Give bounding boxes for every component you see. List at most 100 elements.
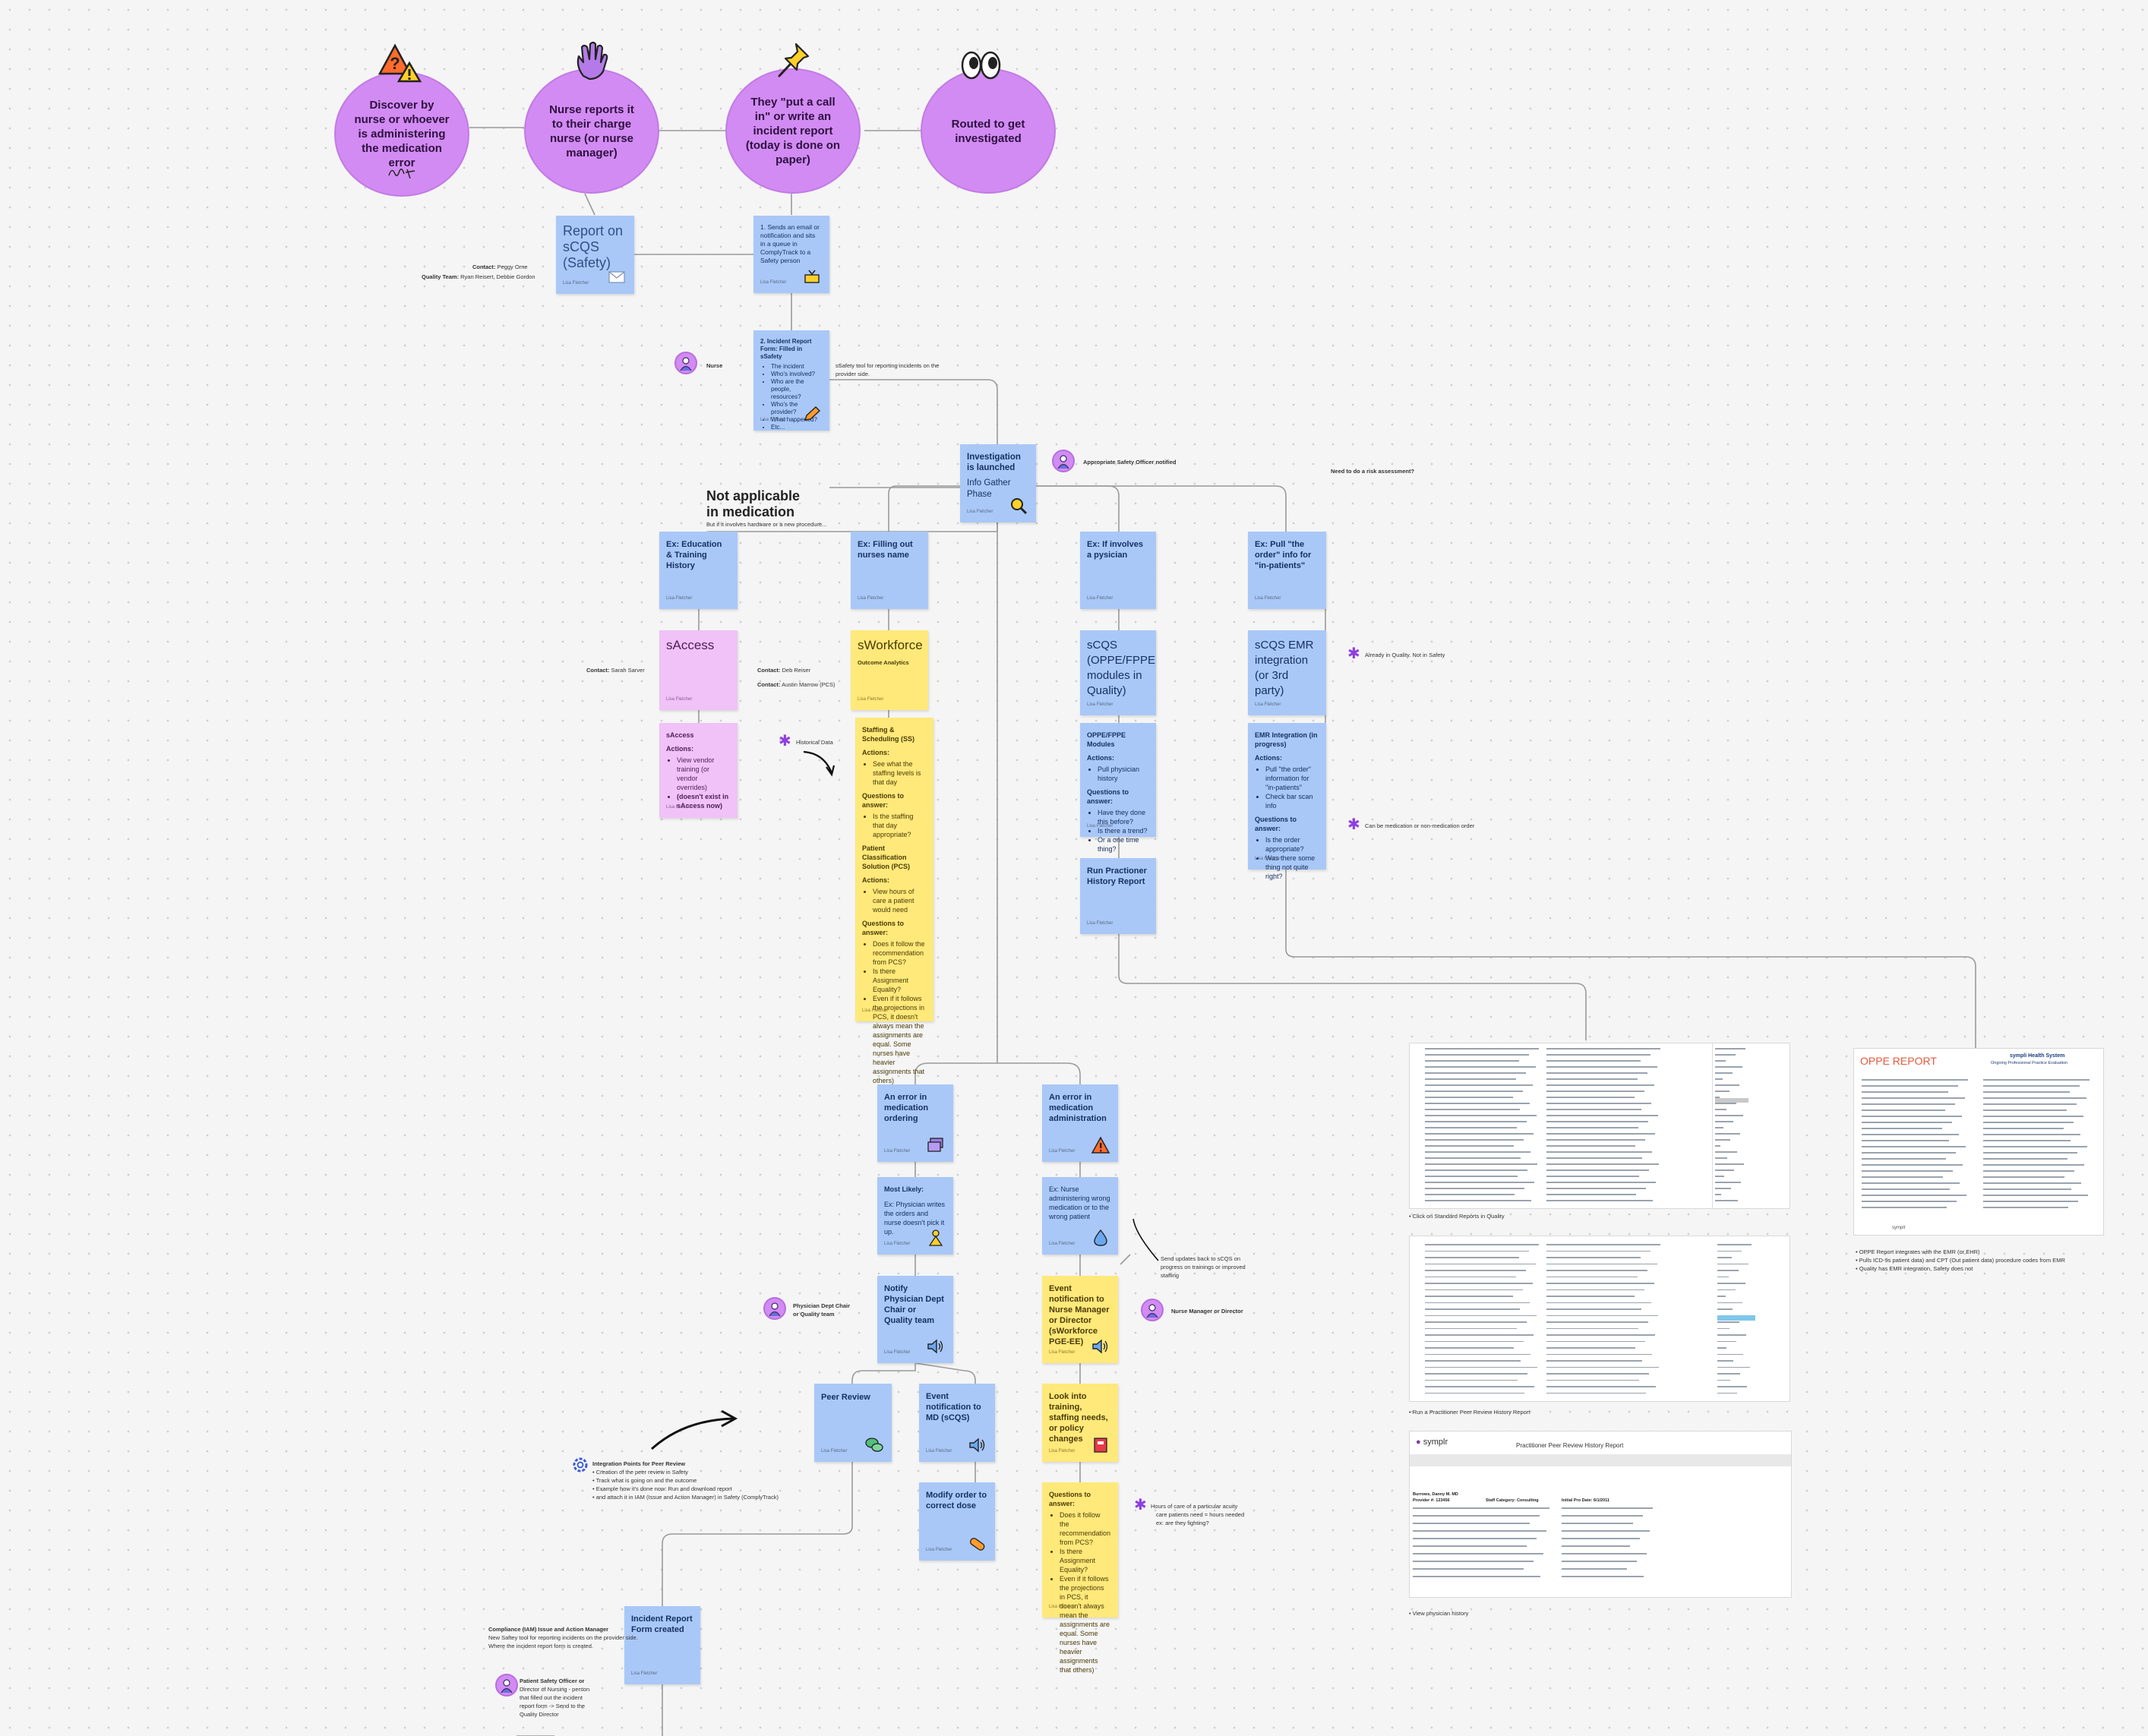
text-line (1983, 1097, 2086, 1099)
run-practioner-sticky[interactable]: Run Practioner History Report Lisa Fletc… (1080, 858, 1156, 934)
nurse-admin-example-text: Ex: Nurse administering wrong medication… (1049, 1185, 1110, 1220)
text-line (1425, 1121, 1527, 1122)
step-discover-label: Discover by nurse or whoever is administ… (354, 99, 450, 169)
report-on-scqs-sticky[interactable]: Report on sCQS (Safety) Lisa Fletcher (556, 216, 634, 294)
sworkforce-title: sWorkforce (858, 638, 923, 652)
text-line (1717, 1373, 1740, 1375)
list-item: Etc... (771, 424, 822, 431)
sticky-author: Lisa Fletcher (884, 1350, 911, 1355)
text-line (1546, 1257, 1641, 1258)
text-line (1546, 1109, 1641, 1110)
text-line (1715, 1194, 1721, 1195)
ex-nurses-sticky[interactable]: Ex: Filling out nurses name Lisa Fletche… (851, 532, 928, 609)
standard-reports-screenshot[interactable] (1409, 1043, 1790, 1209)
inbox-tray-icon (804, 270, 820, 283)
text-line (1983, 1188, 2071, 1190)
oppe-report-screenshot[interactable]: OPPE REPORT sympli Health System Ongoing… (1853, 1048, 2104, 1236)
actions-heading: Actions: (862, 749, 889, 756)
text-line (1425, 1353, 1530, 1355)
text-line (1862, 1176, 1943, 1178)
text-line (1425, 1360, 1521, 1362)
text-line (1425, 1200, 1531, 1201)
ex-order-sticky[interactable]: Ex: Pull "the order" info for "in-patien… (1248, 532, 1326, 609)
emr-integration-sticky[interactable]: EMR Integration (in progress) Actions: P… (1248, 723, 1326, 880)
physician-history-screenshot[interactable]: ● symplr Practitioner Peer Review Histor… (1409, 1431, 1792, 1598)
can-be-medication-label: Can be medication or non-medication orde… (1365, 822, 1475, 829)
event-md-sticky[interactable]: Event notification to MD (sCQS) Lisa Fle… (919, 1384, 995, 1462)
notify-physician-sticky[interactable]: Notify Physician Dept Chair or Quality t… (877, 1276, 953, 1363)
scqs-emr-sticky[interactable]: sCQS EMR integration (or 3rd party) Lisa… (1248, 630, 1326, 715)
step-call-in-circle: They "put a call in" or write an inciden… (725, 68, 861, 194)
text-line (1546, 1302, 1651, 1303)
text-line (1546, 1121, 1648, 1122)
oppe-footer-logo: symplr (1892, 1226, 1906, 1230)
text-line (1425, 1188, 1524, 1189)
report-title: Report on sCQS (Safety) (563, 223, 624, 270)
nurse-avatar (674, 352, 697, 374)
text-line (1862, 1116, 1962, 1117)
error-administration-sticky[interactable]: An error in medication administration Li… (1042, 1084, 1118, 1162)
oppe-modules-sticky[interactable]: OPPE/FPPE Modules Actions: Pull physicia… (1080, 723, 1156, 853)
text-line (1983, 1207, 2068, 1208)
patient-safety-officer-avatar (495, 1674, 518, 1697)
list-item: Is there Assignment Equality? (873, 967, 926, 994)
text-line (1862, 1201, 1957, 1202)
list-item: What happened? (771, 416, 822, 424)
text-line (1715, 1115, 1743, 1116)
text-line (1546, 1289, 1644, 1290)
peer-review-sticky[interactable]: Peer Review Lisa Fletcher (814, 1384, 892, 1462)
text-line (1546, 1091, 1644, 1092)
incident-form-created-sticky[interactable]: Incident Report Form created Lisa Fletch… (624, 1606, 700, 1684)
text-line (1715, 1176, 1724, 1177)
most-likely-sticky[interactable]: Most Likely: Ex: Physician writes the or… (877, 1177, 953, 1255)
nurse-admin-example-sticky[interactable]: Ex: Nurse administering wrong medication… (1042, 1177, 1118, 1255)
ssafety-tool-label: sSafety tool for reporting incidents on … (836, 362, 940, 377)
text-line (1983, 1164, 2084, 1166)
pill-icon (970, 1538, 985, 1551)
text-line (1413, 1553, 1543, 1555)
modify-order-sticky[interactable]: Modify order to correct dose Lisa Fletch… (919, 1482, 995, 1561)
ex-physician-sticky[interactable]: Ex: If involves a pysician Lisa Fletcher (1080, 532, 1156, 609)
text-line (1546, 1379, 1639, 1381)
text-line (1562, 1568, 1627, 1570)
sticky-author: Lisa Fletcher (1087, 596, 1113, 601)
incident-report-form-sticky[interactable]: 2. Incident Report Form: Filled in sSafe… (753, 330, 829, 431)
scqs-oppe-sticky[interactable]: sCQS (OPPE/FPPE modules in Quality) Lisa… (1080, 630, 1156, 715)
sworkforce-sticky[interactable]: sWorkforce Outcome Analytics Lisa Fletch… (851, 630, 928, 710)
text-line (1413, 1530, 1546, 1532)
peer-review-screenshot[interactable] (1409, 1236, 1790, 1402)
physician-chair-avatar (763, 1297, 786, 1320)
text-line (1425, 1163, 1537, 1165)
text-line (1546, 1084, 1654, 1086)
investigation-sticky[interactable]: Investigation is launched Info Gather Ph… (960, 444, 1036, 522)
event-nurse-manager-sticky[interactable]: Event notification to Nurse Manager or D… (1042, 1276, 1118, 1363)
contact-austin-label: Contact: Austin Marrow (PCS) (757, 681, 836, 688)
ex-education-sticky[interactable]: Ex: Education & Training History Lisa Fl… (659, 532, 738, 609)
text-line (1715, 1103, 1736, 1104)
saccess-sticky[interactable]: sAccess Lisa Fletcher (659, 630, 738, 710)
list-item: Is the order appropriate? (1265, 835, 1319, 854)
text-line (1546, 1296, 1635, 1297)
text-line (1717, 1276, 1729, 1277)
look-into-training-sticky[interactable]: Look into training, staffing needs, or p… (1042, 1384, 1118, 1462)
staffing-scheduling-sticky[interactable]: Staffing & Scheduling (SS) Actions: See … (855, 718, 933, 1084)
text-line (1862, 1128, 1942, 1129)
list-item: Who are the people, resources? (771, 378, 822, 401)
text-line (1717, 1353, 1743, 1355)
text-line (1983, 1103, 2077, 1105)
sticky-author: Lisa Fletcher (1049, 1242, 1076, 1246)
sticky-author: Lisa Fletcher (1255, 857, 1281, 861)
saccess-actions-sticky[interactable]: sAccess Actions: View vendor training (o… (659, 723, 738, 818)
error-ordering-sticky[interactable]: An error in medication ordering Lisa Fle… (877, 1084, 953, 1162)
text-line (1717, 1257, 1732, 1258)
sticky-author: Lisa Fletcher (1087, 921, 1113, 926)
text-line (1413, 1545, 1527, 1547)
questions-sticky[interactable]: Questions to answer: Does it follow the … (1042, 1482, 1118, 1674)
text-line (1546, 1145, 1635, 1147)
sends-email-sticky[interactable]: 1. Sends an email or notification and si… (753, 216, 829, 293)
speaker-icon (969, 1438, 985, 1453)
svg-text:?: ? (390, 54, 400, 73)
questions-heading: Questions to answer: (1087, 788, 1129, 805)
sticky-author: Lisa Fletcher (926, 1449, 952, 1454)
peer-review-caption: • Run a Practitioner Peer Review History… (1409, 1409, 1530, 1416)
